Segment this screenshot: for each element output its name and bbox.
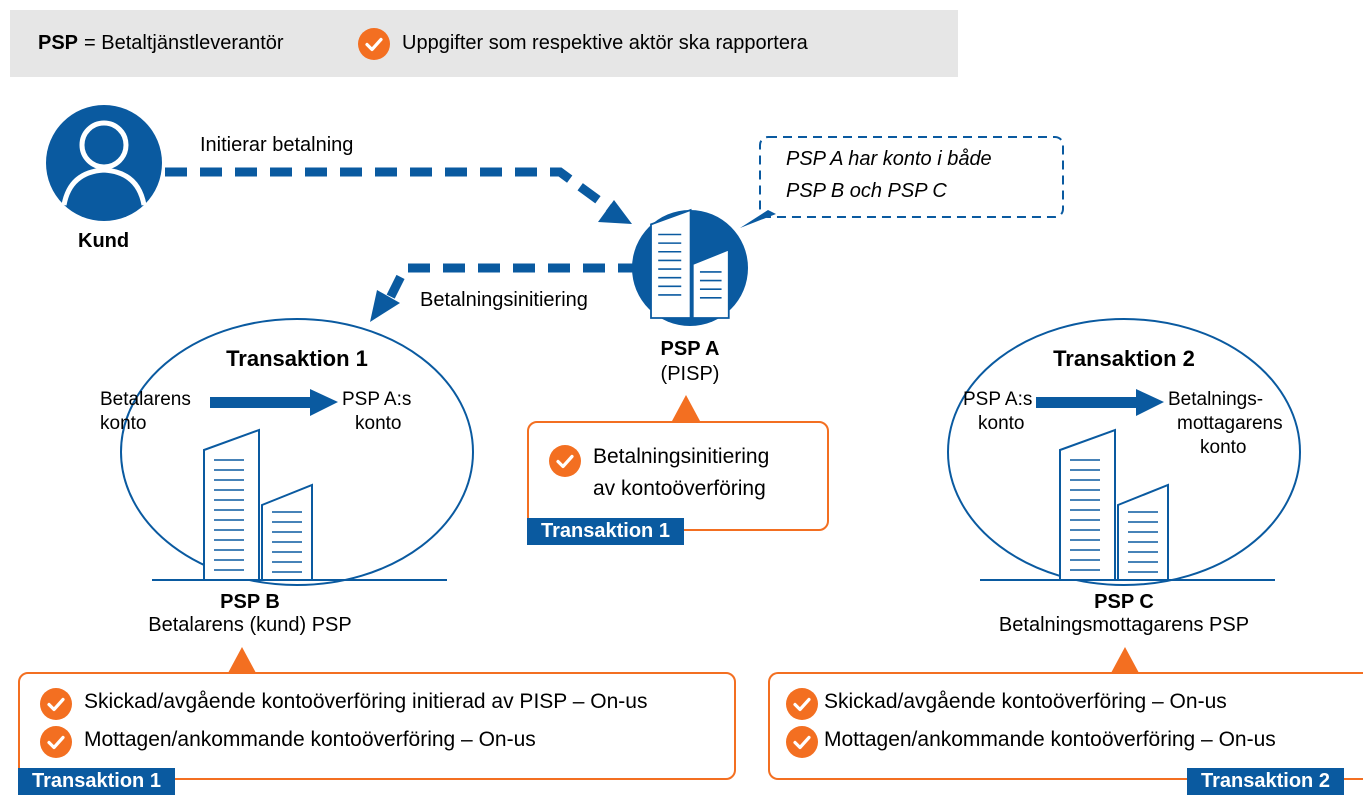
check-icon bbox=[549, 445, 581, 477]
psp-b-from-line-1: Betalarens bbox=[100, 389, 191, 410]
check-icon bbox=[40, 688, 72, 720]
psp-b-to-line-2: konto bbox=[355, 413, 402, 434]
person-icon bbox=[46, 105, 162, 221]
psp-c-from-line-1: PSP A:s bbox=[963, 389, 1033, 410]
psp-a-pointer bbox=[672, 395, 700, 421]
psp-c-report-box: Skickad/avgående kontoöverföring – On-us… bbox=[768, 672, 1363, 780]
check-icon bbox=[786, 688, 818, 720]
legend-psp-definition: = Betaltjänstleverantör bbox=[84, 32, 284, 54]
arrow-icon bbox=[1036, 389, 1164, 416]
psp-c-pointer bbox=[1111, 647, 1139, 673]
psp-b-report-box: Skickad/avgående kontoöverföring initier… bbox=[18, 672, 736, 780]
flow-label-initiates-payment: Initierar betalning bbox=[200, 134, 354, 156]
check-icon bbox=[358, 28, 390, 60]
psp-c-to-line-1: Betalnings- bbox=[1168, 389, 1264, 410]
psp-c-to-line-2: mottagarens bbox=[1177, 413, 1283, 434]
psp-a-report-box: Betalningsinitiering av kontoöverföring bbox=[527, 421, 829, 531]
psp-b-oval-title: Transaktion 1 bbox=[226, 346, 368, 371]
psp-a-role: (PISP) bbox=[660, 363, 720, 385]
dashed-arrow-payment-initiation bbox=[370, 263, 640, 322]
psp-c-report-item-2: Mottagen/ankommande kontoöverföring – On… bbox=[824, 728, 1276, 751]
psp-c-report-item-1: Skickad/avgående kontoöverföring – On-us bbox=[824, 690, 1227, 713]
psp-a-name: PSP A bbox=[660, 338, 720, 360]
psp-c-transaction-tab: Transaktion 2 bbox=[1187, 768, 1344, 795]
psp-c-oval-title: Transaktion 2 bbox=[1053, 346, 1195, 371]
psp-a-report-line-2: av kontoöverföring bbox=[593, 477, 766, 500]
check-icon bbox=[786, 726, 818, 758]
dashed-arrow-initiate bbox=[165, 167, 632, 224]
callout-box bbox=[740, 136, 1064, 228]
psp-c-from-line-2: konto bbox=[978, 413, 1025, 434]
legend-bar: PSP = Betaltjänstleverantör Uppgifter so… bbox=[10, 10, 958, 77]
psp-c-to-line-3: konto bbox=[1200, 437, 1247, 458]
psp-a-report-line-1: Betalningsinitiering bbox=[593, 445, 770, 468]
psp-a-transaction-tab: Transaktion 1 bbox=[527, 518, 684, 545]
check-icon bbox=[40, 726, 72, 758]
psp-b-role: Betalarens (kund) PSP bbox=[148, 614, 352, 636]
psp-c-role: Betalningsmottagarens PSP bbox=[998, 614, 1250, 636]
psp-b-report-item-1: Skickad/avgående kontoöverföring initier… bbox=[84, 690, 648, 713]
building-icon bbox=[632, 208, 748, 326]
arrow-icon bbox=[210, 389, 338, 416]
psp-b-to-line-1: PSP A:s bbox=[342, 389, 412, 410]
psp-b-from-line-2: konto bbox=[100, 413, 147, 434]
flow-label-payment-initiation: Betalningsinitiering bbox=[420, 289, 588, 311]
callout-line-1: PSP A har konto i både bbox=[786, 148, 992, 170]
psp-b-report-item-2: Mottagen/ankommande kontoöverföring – On… bbox=[84, 728, 536, 751]
legend-psp-abbr: PSP bbox=[38, 32, 79, 54]
psp-b-name: PSP B bbox=[220, 591, 280, 613]
psp-b-pointer bbox=[228, 647, 256, 673]
psp-c-name: PSP C bbox=[1094, 591, 1154, 613]
customer-label: Kund bbox=[78, 230, 130, 252]
psp-b-transaction-tab: Transaktion 1 bbox=[18, 768, 175, 795]
callout-line-2: PSP B och PSP C bbox=[786, 180, 947, 202]
psp-c-oval bbox=[947, 318, 1301, 586]
legend-check-meaning: Uppgifter som respektive aktör ska rappo… bbox=[402, 32, 808, 54]
